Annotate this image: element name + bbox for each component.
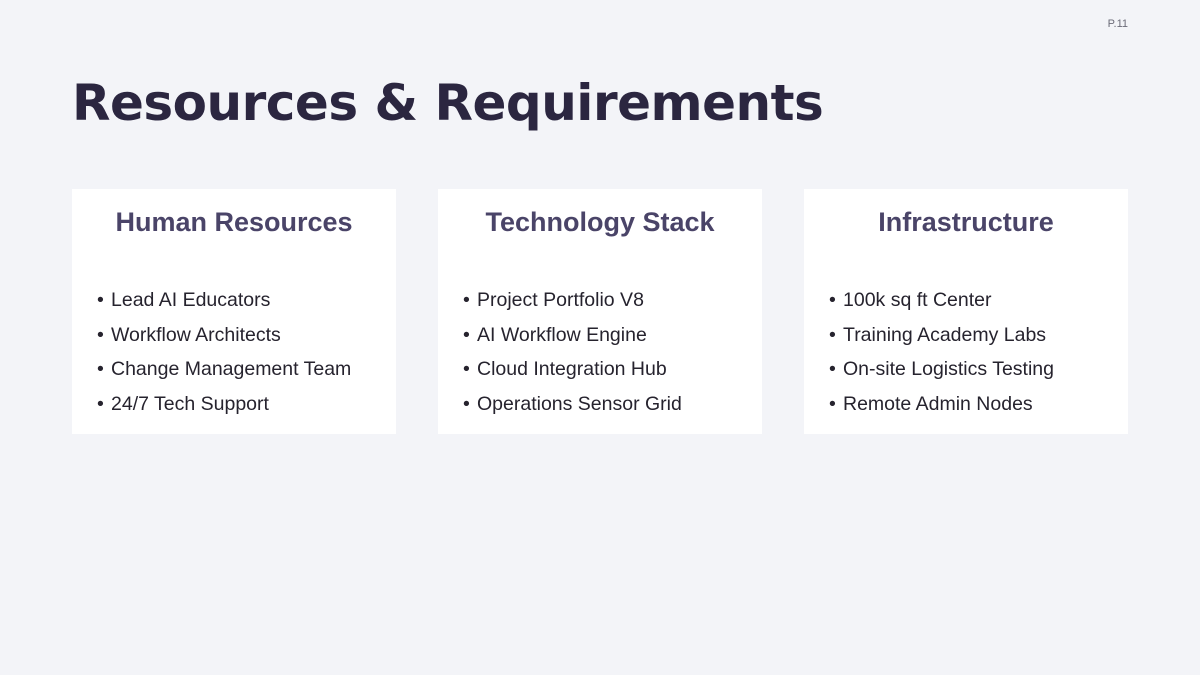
list-item-text: Operations Sensor Grid <box>477 393 682 416</box>
list-item-text: Project Portfolio V8 <box>477 289 644 311</box>
slide-title: Resources & Requirements <box>72 74 824 132</box>
bullet-icon: • <box>829 358 836 381</box>
list-item: • Operations Sensor Grid <box>463 387 762 422</box>
bullet-icon: • <box>829 323 836 346</box>
list-item-text: Workflow Architects <box>111 323 281 346</box>
card-list: •Lead AI Educators •Workflow Architects … <box>72 283 396 422</box>
list-item-text: Lead AI Educators <box>111 289 271 311</box>
list-item-text: 24/7 Tech Support <box>111 393 269 416</box>
card-title: Infrastructure <box>878 207 1054 237</box>
list-item: • Change Management Team <box>97 352 396 387</box>
bullet-icon: • <box>97 289 104 311</box>
cards-row: Human Resources • Lead AI Educators • Work… <box>72 189 1128 434</box>
list-item: • 100k sq ft Center <box>829 283 1128 318</box>
list-item: • On-site Logistics Testing <box>829 352 1128 387</box>
bullet-icon: • <box>463 393 470 416</box>
bullet-icon: • <box>97 323 104 346</box>
bullet-icon: • <box>463 289 470 311</box>
card-list: • 100k sq ft Center • Training Academy Lab… <box>804 283 1128 422</box>
card-technology-stack: Technology Stack • Project Portfolio V8 •… <box>438 189 762 434</box>
bullet-icon: • <box>463 358 470 381</box>
bullet-icon: • <box>829 289 836 311</box>
card-title: Technology Stack <box>485 207 715 237</box>
bullet-icon: • <box>463 323 470 346</box>
list-item-text: AI Workflow Engine <box>477 323 647 346</box>
list-item-text: Training Academy Labs <box>843 323 1047 346</box>
list-item: • Workflow Architects <box>97 318 396 353</box>
card-list: • Project Portfolio V8 • AI Workflow Engin… <box>438 283 762 422</box>
list-item: • 24/7 Tech Support <box>97 387 396 422</box>
bullet-icon: • <box>829 393 836 416</box>
page-number: P.11 <box>1107 18 1128 30</box>
card-human-resources: Human Resources • Lead AI Educators • Work… <box>72 189 396 434</box>
list-item-text: On-site Logistics Testing <box>843 358 1054 381</box>
list-item: • Lead AI Educators <box>97 283 396 318</box>
list-item: • Project Portfolio V8 <box>463 283 762 318</box>
list-item-text: Remote Admin Nodes <box>843 393 1033 416</box>
bullet-icon: • <box>97 358 104 381</box>
list-item: • Cloud Integration Hub <box>463 352 762 387</box>
list-item-text: Change Management Team <box>111 358 352 381</box>
list-item: • Remote Admin Nodes <box>829 387 1128 422</box>
card-title: Human Resources <box>115 207 353 237</box>
list-item-text: 100k sq ft Center <box>843 289 992 311</box>
list-item: • Training Academy Labs <box>829 318 1128 353</box>
bullet-icon: • <box>97 393 104 416</box>
card-infrastructure: Infrastructure • 100k sq ft Center • Train… <box>804 189 1128 434</box>
list-item: • AI Workflow Engine <box>463 318 762 353</box>
list-item-text: Cloud Integration Hub <box>477 358 667 381</box>
